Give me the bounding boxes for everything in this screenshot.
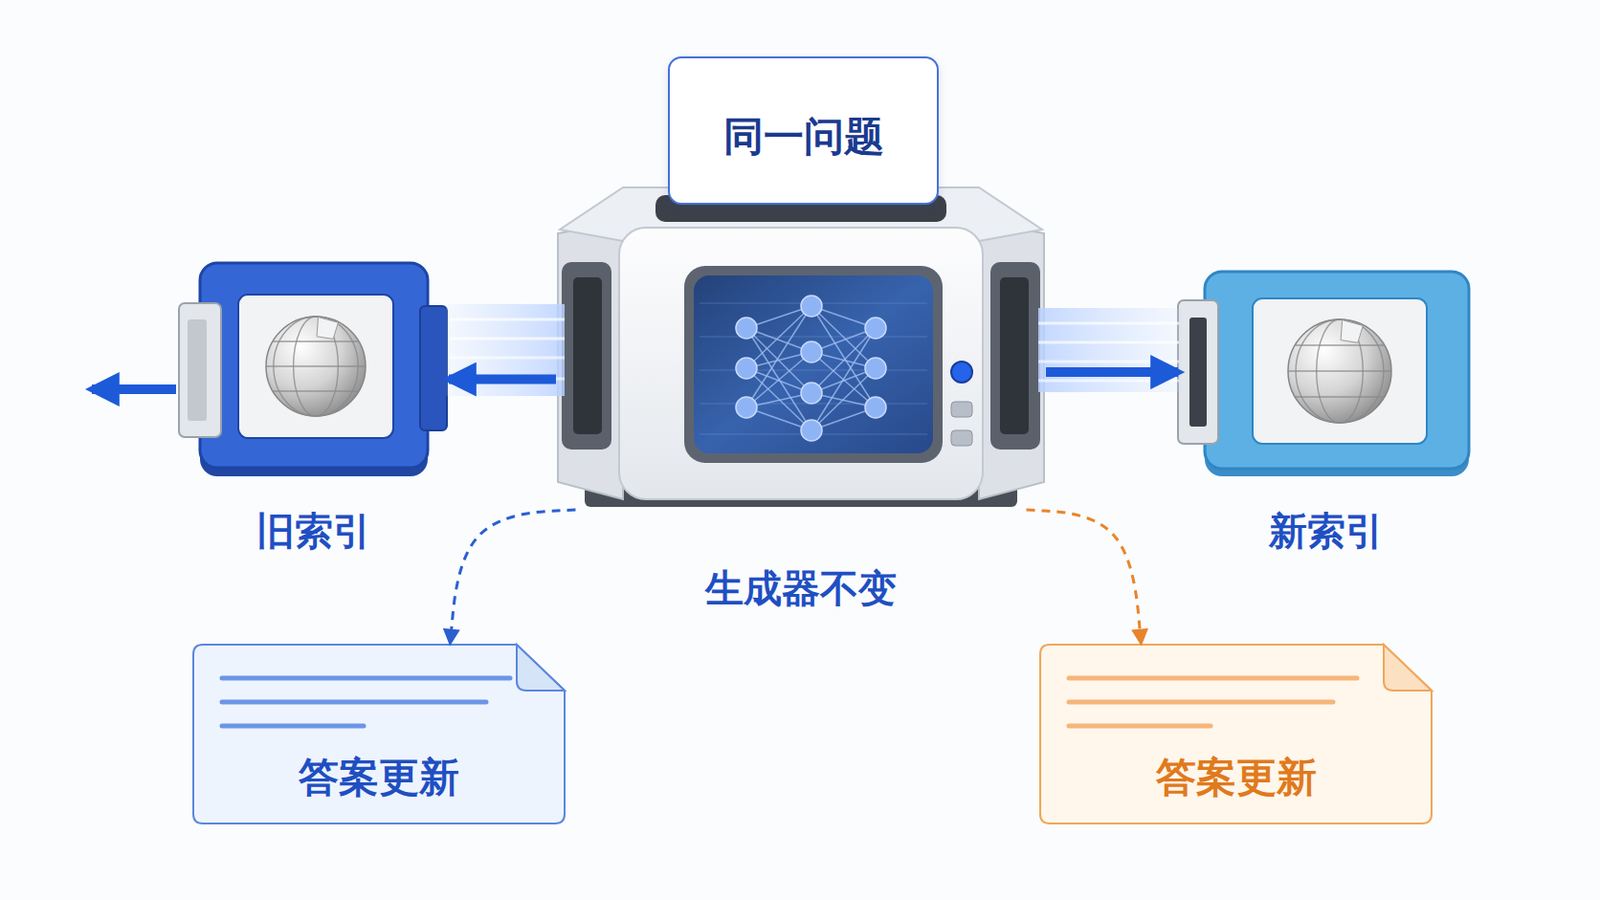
answer-document: 答案更新 (1038, 643, 1434, 826)
globe-body (266, 316, 366, 417)
network-node (800, 295, 823, 317)
answer-document: 答案更新 (191, 643, 567, 826)
document-text-line (222, 724, 364, 730)
beam-stripe (449, 318, 565, 322)
globe-parallel (1294, 344, 1385, 346)
machine-button (951, 361, 973, 383)
old-index-cartridge: 旧索引 (178, 260, 449, 480)
document-text-line (222, 700, 487, 706)
network-node (800, 341, 823, 363)
index-label: 新索引 (1173, 508, 1480, 555)
answer-text: 答案更新 (191, 754, 567, 802)
swap-arrow (1045, 367, 1178, 378)
cartridge-handle (1177, 300, 1219, 445)
document-text-line (222, 676, 511, 682)
document-fold (1383, 644, 1432, 691)
generator-label: 生成器不变 (590, 565, 1012, 612)
index-label: 旧索引 (160, 508, 467, 555)
document-text-line (1068, 676, 1357, 682)
network-link (811, 352, 876, 408)
beam-band (445, 304, 565, 397)
network-link (746, 306, 812, 369)
document-fold (516, 644, 565, 691)
question-text: 同一问题 (723, 112, 885, 161)
network-link (746, 352, 812, 408)
globe-icon (266, 316, 366, 417)
beam-band (1038, 308, 1182, 393)
light-beam (1038, 308, 1182, 393)
globe-parallel (272, 340, 359, 342)
cartridge-body (200, 263, 428, 468)
globe-parallel (1288, 370, 1392, 372)
beam-stripe (449, 377, 565, 381)
globe-body (1288, 319, 1392, 423)
machine-port (990, 262, 1041, 450)
beam-stripe (1038, 341, 1179, 345)
cartridge-body (1204, 271, 1469, 469)
answer-text: 答案更新 (1038, 754, 1434, 802)
globe-missing-piece (316, 317, 338, 340)
machine-side (978, 222, 1045, 500)
document-text-line (1068, 700, 1334, 706)
screen-gridline (699, 370, 928, 372)
globe-parallel (266, 365, 366, 367)
generator-machine-outline (555, 183, 1046, 511)
network-node (865, 317, 887, 339)
new-index-cartridge: 新索引 (1177, 269, 1474, 480)
cartridge-tab (420, 306, 447, 431)
network-node (800, 420, 823, 442)
network-link (746, 328, 812, 431)
beam-stripe (1038, 360, 1179, 364)
screen (693, 275, 934, 454)
generator-machine: 生成器不变 (555, 183, 1046, 511)
result-arrow (1026, 510, 1142, 644)
machine-front (619, 227, 983, 500)
beam-stripe (449, 337, 565, 341)
machine-port (561, 262, 612, 450)
result-arrow (449, 510, 576, 644)
globe-missing-piece (1340, 320, 1363, 344)
machine-button (951, 430, 973, 446)
beam-stripe (1038, 322, 1179, 326)
neural-network-icon (735, 295, 887, 442)
network-link (811, 328, 876, 431)
globe-parallel (1294, 396, 1385, 398)
machine-side (557, 222, 623, 500)
network-node (735, 397, 757, 419)
cartridge-window (1252, 298, 1427, 445)
swap-arrow (448, 375, 556, 385)
question-card: 同一问题 (667, 56, 939, 205)
globe-parallel (272, 390, 359, 392)
machine-port-inner (573, 277, 602, 435)
machine-button (951, 401, 973, 418)
light-beam (445, 304, 565, 397)
network-link (811, 306, 876, 369)
old-index-cartridge-outline (178, 260, 449, 480)
screen-gridline (699, 336, 928, 338)
screen-bezel (684, 266, 943, 464)
document-text-line (1068, 724, 1211, 730)
cartridge-handle-inset (187, 319, 207, 422)
network-node (800, 382, 823, 404)
cartridge-handle-inset (1189, 317, 1207, 427)
globe-icon (1288, 319, 1392, 423)
machine-slot (655, 195, 947, 223)
machine-port-inner (1000, 277, 1029, 435)
beam-stripe (449, 356, 565, 360)
new-index-cartridge-outline (1177, 269, 1474, 480)
beam-stripe (1038, 379, 1179, 383)
network-node (865, 397, 887, 419)
network-node (735, 357, 757, 379)
network-node (865, 357, 887, 379)
cartridge-handle (178, 303, 222, 438)
cartridge-window (238, 294, 394, 439)
network-node (735, 317, 757, 339)
eject-arrow (91, 384, 177, 395)
